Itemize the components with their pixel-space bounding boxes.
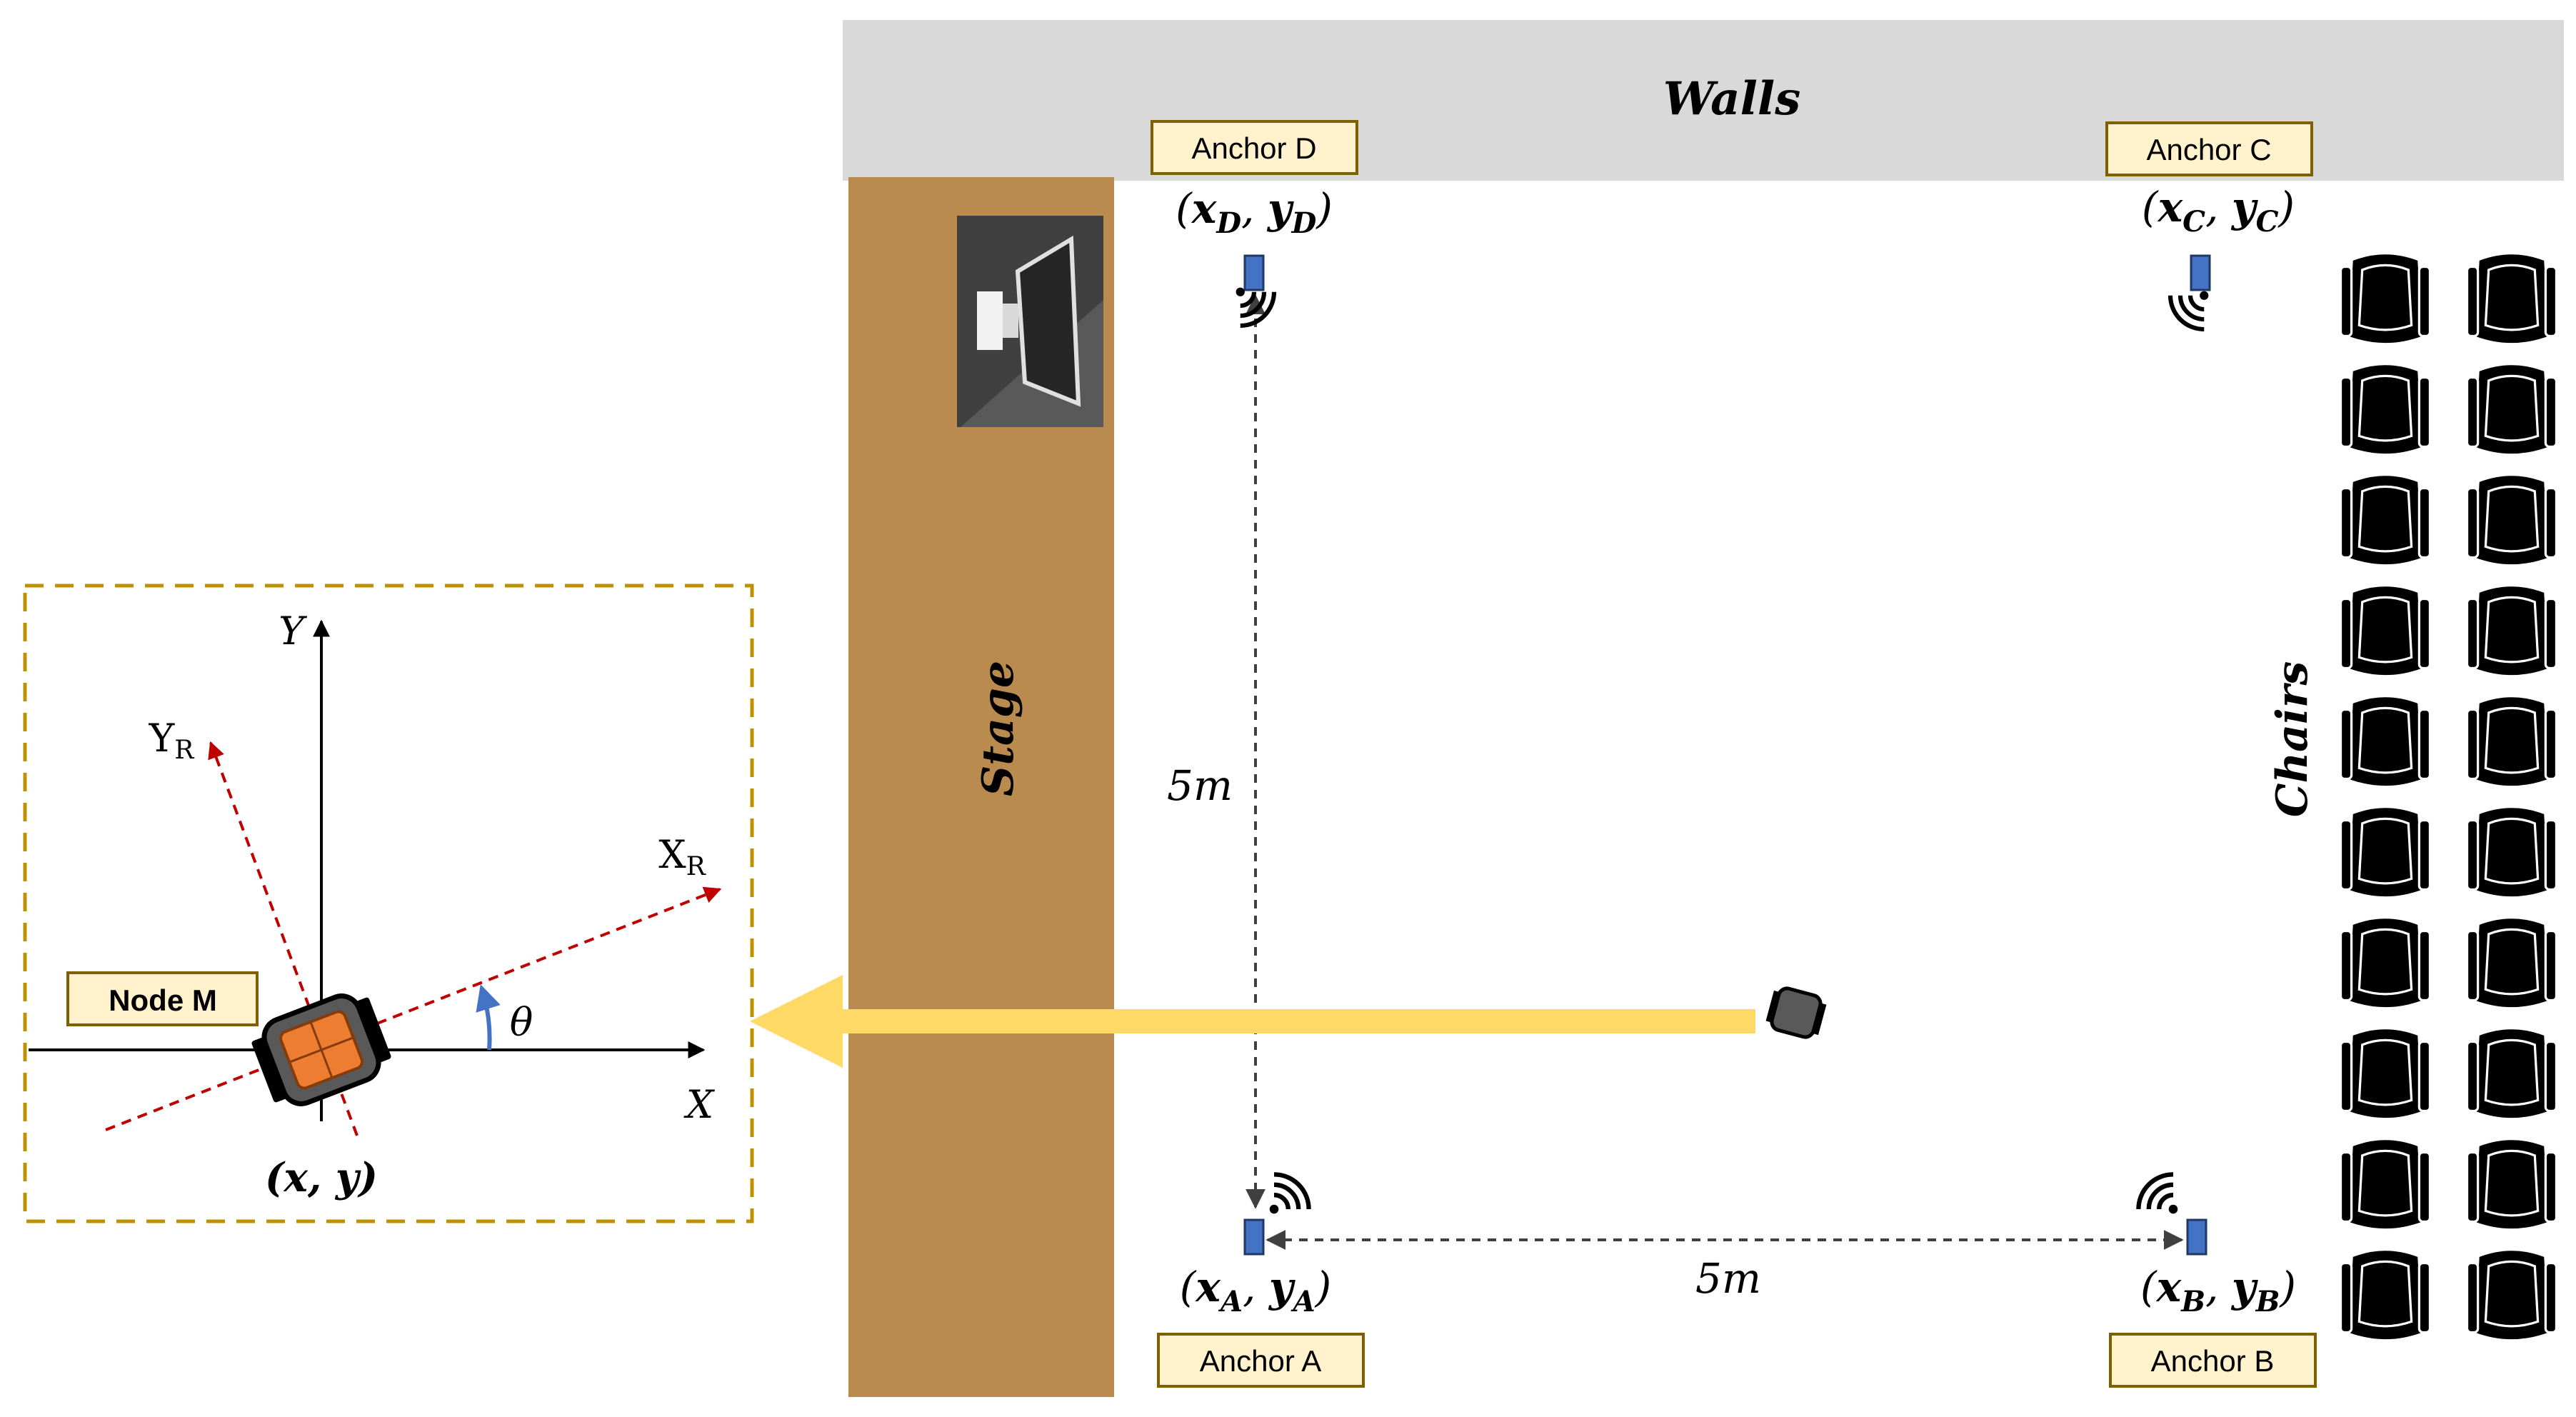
- anchor-b: (xB, yB) Anchor B: [2109, 1174, 2317, 1388]
- robot-x-label: XR: [658, 832, 706, 881]
- node-position-label: (x, y): [265, 1154, 378, 1201]
- robot-node-icon: [251, 993, 391, 1106]
- node-label: Node M: [109, 983, 217, 1017]
- anchor-b-box: [2109, 1333, 2317, 1388]
- chair-icon: [2339, 1249, 2432, 1341]
- chair-icon: [2465, 1138, 2558, 1230]
- anchor-d: Anchor D (xD, yD): [1151, 120, 1358, 326]
- chair-icon: [2465, 917, 2558, 1008]
- chair-icon: [2465, 585, 2558, 676]
- chair-icon: [2339, 806, 2432, 898]
- chair-grid: [2339, 253, 2558, 1341]
- anchor-b-device-icon: [2186, 1218, 2207, 1256]
- chair-icon: [2339, 917, 2432, 1008]
- zoom-arrow: [750, 975, 1755, 1068]
- global-x-label: X: [683, 1082, 716, 1127]
- chair-icon: [2465, 696, 2558, 787]
- chair-icon: [2339, 364, 2432, 455]
- anchor-d-device-icon: [1243, 254, 1265, 291]
- theta-label: θ: [510, 1000, 533, 1045]
- chairs-region: Chairs: [2267, 253, 2558, 1341]
- robot-y-label: YR: [149, 716, 195, 765]
- walls-label: Walls: [1663, 72, 1800, 126]
- vertical-distance-label: 5m: [1167, 761, 1233, 810]
- dimension-lines: 5m 5m: [1167, 294, 2184, 1303]
- chair-icon: [2339, 1028, 2432, 1119]
- chair-icon: [2339, 1138, 2432, 1230]
- walls-region: Walls: [843, 20, 2564, 181]
- node-label-box: [66, 971, 259, 1026]
- chair-icon: [2339, 585, 2432, 676]
- anchor-d-name: Anchor D: [1191, 131, 1316, 165]
- anchor-a-signal-icon: [1270, 1174, 1309, 1213]
- chair-icon: [2339, 253, 2432, 344]
- stage-region: Stage: [848, 177, 1114, 1397]
- stage-label: Stage: [973, 661, 1023, 796]
- anchor-c-device-icon: [2190, 254, 2211, 291]
- chairs-label: Chairs: [2267, 661, 2317, 817]
- projector-icon: [957, 216, 1103, 427]
- anchor-a-device-icon: [1243, 1218, 1265, 1256]
- chair-icon: [2465, 1249, 2558, 1341]
- anchor-a-name: Anchor A: [1200, 1344, 1321, 1378]
- chair-icon: [2465, 474, 2558, 566]
- chair-icon: [2339, 474, 2432, 566]
- robot-x-axis: [105, 886, 722, 1131]
- horizontal-distance-label: 5m: [1695, 1254, 1761, 1303]
- anchor-a: (xA, yA) Anchor A: [1157, 1174, 1365, 1388]
- chair-icon: [2465, 253, 2558, 344]
- global-y-label: Y: [279, 609, 307, 654]
- anchor-b-signal-icon: [2138, 1174, 2177, 1213]
- anchor-d-coords: (xD, yD): [1176, 184, 1333, 240]
- anchor-c-coords: (xC, yC): [2142, 183, 2295, 239]
- robot-frame-inset: X Y XR YR θ Node M (x, y): [23, 584, 754, 1223]
- chair-icon: [2465, 1028, 2558, 1119]
- theta-arc: [476, 984, 501, 1051]
- chair-icon: [2339, 696, 2432, 787]
- robot-in-room-icon: [1765, 986, 1827, 1039]
- anchor-b-name: Anchor B: [2151, 1344, 2275, 1378]
- anchor-a-coords: (xA, yA): [1180, 1263, 1332, 1318]
- anchor-c-box: [2105, 121, 2313, 176]
- anchor-b-coords: (xB, yB): [2140, 1263, 2296, 1318]
- chair-icon: [2465, 364, 2558, 455]
- anchor-a-box: [1157, 1333, 1365, 1388]
- anchor-c: Anchor C (xC, yC): [2105, 121, 2313, 329]
- anchor-d-box: [1151, 120, 1358, 175]
- chair-icon: [2465, 806, 2558, 898]
- anchor-c-signal-icon: [2170, 291, 2208, 329]
- anchor-c-name: Anchor C: [2146, 133, 2271, 166]
